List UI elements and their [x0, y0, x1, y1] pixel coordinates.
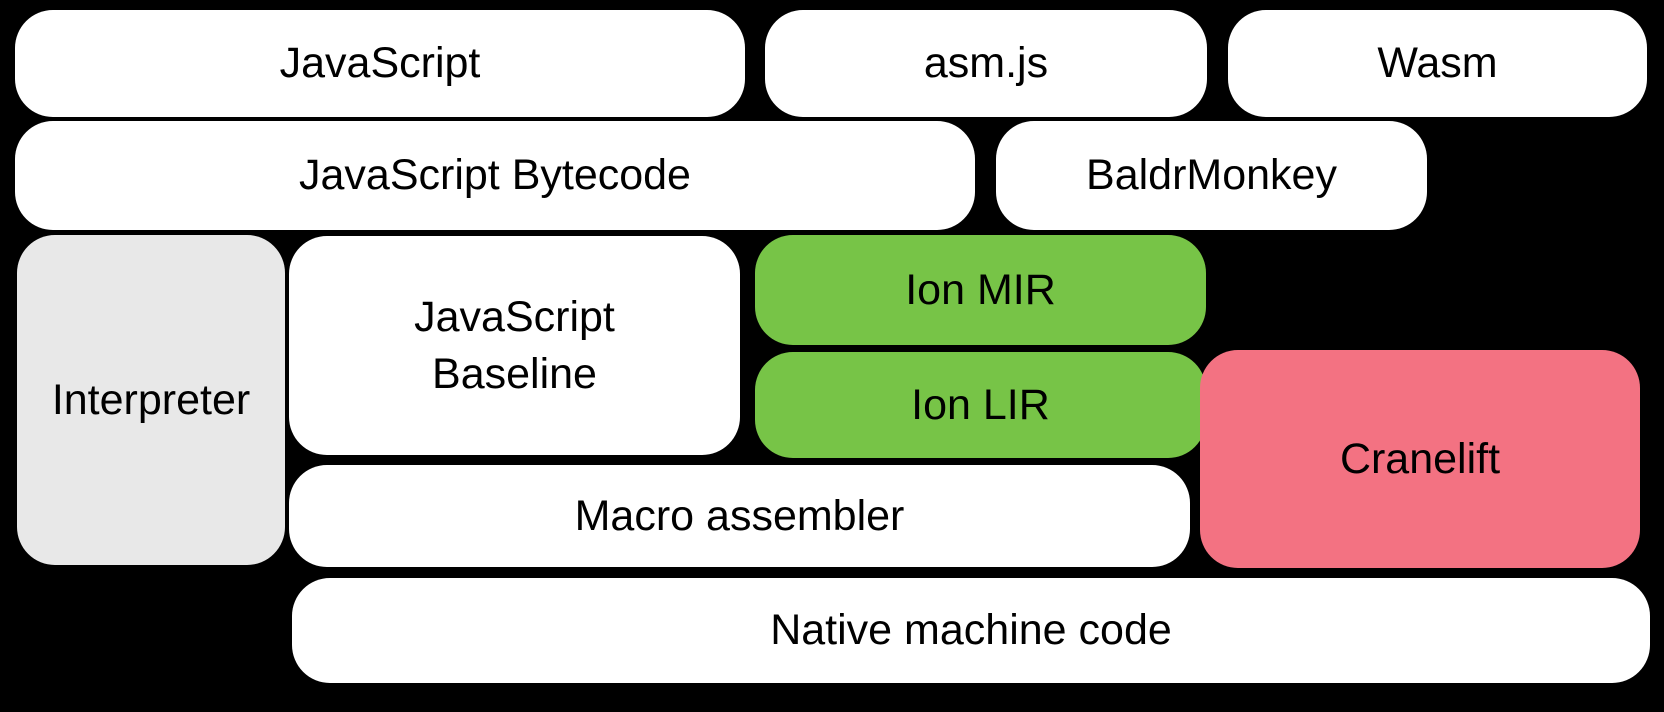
diagram-box-interpreter: Interpreter	[17, 235, 285, 565]
diagram-box-label-native-machine-code: Native machine code	[770, 606, 1172, 655]
diagram-box-label-cranelift: Cranelift	[1339, 434, 1501, 483]
diagram-box-macro-assembler: Macro assembler	[289, 465, 1190, 567]
diagram-box-label-wasm: Wasm	[1377, 39, 1498, 88]
diagram-box-label-baldrmonkey: BaldrMonkey	[1086, 151, 1337, 200]
diagram-box-label-javascript-baseline: JavaScript Baseline	[414, 292, 615, 398]
diagram-box-native-machine-code: Native machine code	[292, 578, 1650, 683]
diagram-box-label-macro-assembler: Macro assembler	[574, 491, 905, 540]
diagram-box-ion-lir: Ion LIR	[755, 352, 1206, 458]
diagram-box-javascript: JavaScript	[15, 10, 745, 117]
diagram-box-label-ion-lir: Ion LIR	[911, 380, 1050, 429]
diagram-box-javascript-baseline: JavaScript Baseline	[289, 236, 740, 455]
diagram-box-label-javascript-bytecode: JavaScript Bytecode	[299, 151, 691, 200]
diagram-box-label-ion-mir: Ion MIR	[905, 265, 1056, 314]
diagram-box-ion-mir: Ion MIR	[755, 235, 1206, 345]
diagram-box-label-asm-js: asm.js	[923, 39, 1049, 88]
diagram-box-label-javascript: JavaScript	[279, 39, 481, 88]
diagram-box-asm-js: asm.js	[765, 10, 1207, 117]
diagram-box-cranelift: Cranelift	[1200, 350, 1640, 568]
diagram-box-wasm: Wasm	[1228, 10, 1647, 117]
diagram-box-baldrmonkey: BaldrMonkey	[996, 121, 1427, 230]
diagram-box-label-interpreter: Interpreter	[51, 375, 251, 424]
diagram-box-javascript-bytecode: JavaScript Bytecode	[15, 121, 975, 230]
